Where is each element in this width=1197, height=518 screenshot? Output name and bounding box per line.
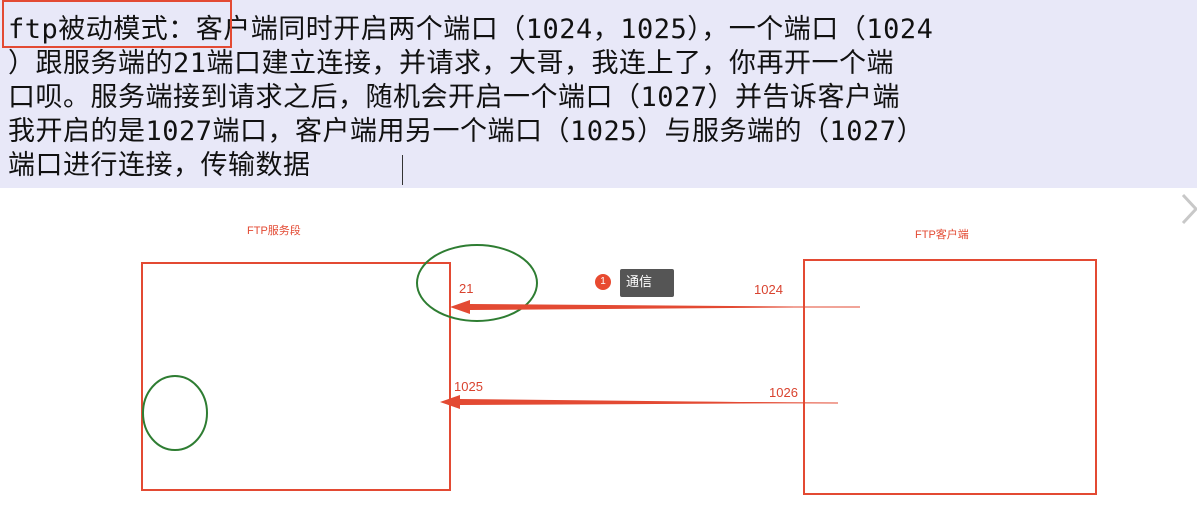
server-data-circle (142, 375, 208, 451)
description-text-block: ftp被动模式：客户端同时开启两个端口（1024，1025），一个端口（1024… (0, 0, 1197, 188)
client-port-1026: 1026 (769, 385, 798, 400)
client-box (803, 259, 1097, 495)
client-label: FTP客户端 (915, 227, 969, 241)
description-line-1: ftp被动模式：客户端同时开启两个端口（1024，1025），一个端口（1024 (8, 14, 934, 45)
description-line-3: 口呗。服务端接到请求之后，随机会开启一个端口（1027）并告诉客户端 (8, 82, 901, 113)
control-arrow-body (470, 304, 860, 310)
description-line-2: ）跟服务端的21端口建立连接，并请求，大哥，我连上了，你再开一个端 (8, 48, 895, 79)
control-arrow-head (450, 300, 470, 314)
server-label: FTP服务段 (247, 223, 301, 237)
client-port-1024: 1024 (754, 282, 783, 297)
comment-tooltip[interactable]: 通信 (620, 269, 674, 297)
server-port-1025: 1025 (454, 379, 483, 394)
data-arrow-body (460, 399, 838, 405)
port-21-circle (416, 244, 538, 322)
description-line-4: 我开启的是1027端口，客户端用另一个端口（1025）与服务端的（1027） (8, 116, 925, 147)
data-arrow-head (440, 395, 460, 409)
title-highlight-box (2, 0, 232, 48)
comment-badge[interactable]: 1 (595, 274, 611, 290)
server-port-21: 21 (459, 281, 473, 296)
description-line-5: 端口进行连接，传输数据 (8, 150, 311, 181)
server-box (141, 262, 451, 491)
chevron-right-icon[interactable] (1178, 192, 1197, 226)
ftp-diagram: FTP服务段 FTP客户端 21 1025 1024 1026 (141, 223, 1097, 495)
text-caret (402, 155, 403, 185)
